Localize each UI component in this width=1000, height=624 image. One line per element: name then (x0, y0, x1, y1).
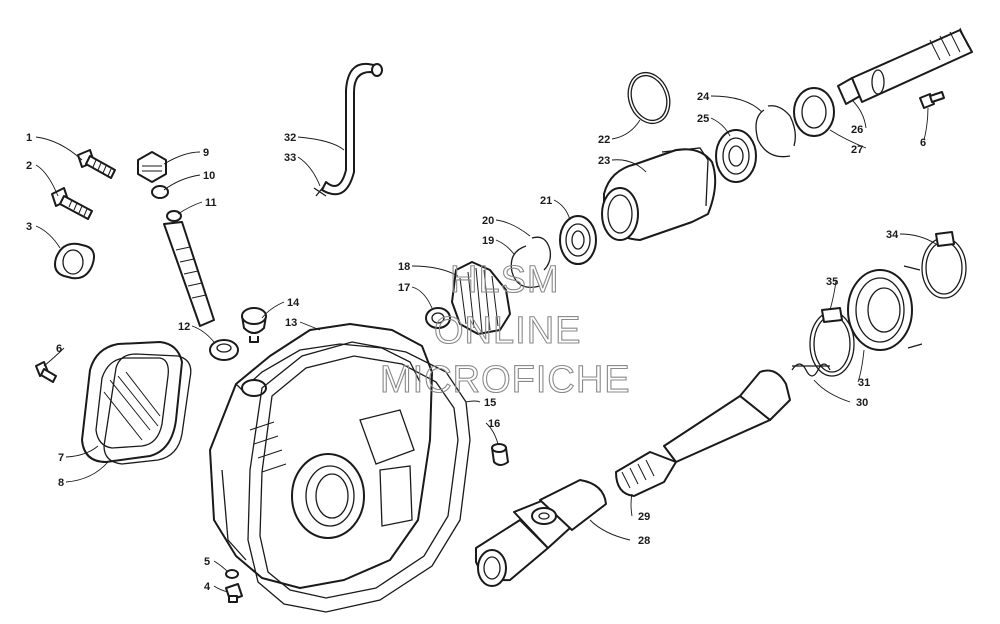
callout-6-left: 6 (56, 343, 62, 355)
leader-lines (35, 95, 937, 593)
part-7-cover (81, 341, 183, 463)
callout-4: 4 (204, 581, 211, 593)
part-32-vent-hose (321, 62, 383, 196)
callout-9: 9 (203, 147, 209, 159)
callout-18: 18 (398, 261, 410, 273)
callout-15: 15 (484, 397, 496, 409)
part-21-bearing (559, 215, 597, 265)
callout-29: 29 (638, 511, 650, 523)
callout-6-right: 6 (920, 137, 926, 149)
callout-7: 7 (58, 452, 64, 464)
part-27-bearing (793, 87, 835, 137)
part-24-snap-ring (755, 105, 796, 158)
callout-16: 16 (488, 418, 500, 430)
part-9-plug (137, 151, 167, 183)
part-13-housing (209, 323, 433, 589)
callout-12: 12 (178, 321, 190, 333)
part-1-bolt (77, 149, 116, 179)
callout-1: 1 (26, 132, 32, 144)
part-30-spring (791, 363, 831, 377)
callout-24: 24 (697, 91, 710, 103)
part-20-snap-ring (531, 236, 552, 271)
callout-25: 25 (697, 113, 709, 125)
callout-28: 28 (638, 535, 650, 547)
watermark-line-2: ONLINE (434, 310, 581, 352)
callout-23: 23 (598, 155, 610, 167)
part-14-plug (241, 307, 267, 343)
callout-30: 30 (856, 397, 868, 409)
part-12-seal (209, 339, 239, 361)
callout-14: 14 (287, 297, 300, 309)
part-26-output-shaft (837, 27, 973, 105)
callout-34: 34 (886, 229, 899, 241)
part-5-washer (225, 569, 239, 579)
callout-5: 5 (204, 556, 210, 568)
callout-2: 2 (26, 160, 32, 172)
callout-3: 3 (26, 221, 32, 233)
callout-19: 19 (482, 235, 494, 247)
watermark-line-3: MICROFICHE (380, 359, 631, 401)
part-28-u-joint (475, 479, 607, 587)
watermark: HLSM ONLINE MICROFICHE (379, 258, 631, 401)
part-17-bearing (425, 307, 451, 329)
callout-32: 32 (284, 132, 296, 144)
callout-17: 17 (398, 282, 410, 294)
part-4-drain-plug (225, 583, 243, 603)
part-2-bolt (51, 187, 93, 220)
part-33-clamp (313, 185, 327, 197)
callout-8: 8 (58, 477, 64, 489)
callout-11: 11 (205, 197, 217, 209)
callout-35: 35 (826, 276, 838, 288)
part-6-bolt-left (35, 361, 57, 383)
part-31-boot (847, 265, 923, 351)
callout-33: 33 (284, 152, 296, 164)
part-35-clamp (809, 307, 855, 377)
callout-numbers: 1 2 3 6 7 8 9 10 11 12 14 13 15 16 5 4 3… (26, 91, 926, 593)
part-10-washer (151, 185, 169, 199)
callout-26: 26 (851, 124, 863, 136)
callout-20: 20 (482, 215, 494, 227)
part-15-gasket (247, 341, 471, 613)
callout-13: 13 (285, 317, 297, 329)
callout-27: 27 (851, 144, 863, 156)
part-25-bearing (715, 129, 757, 183)
part-19-snap-ring (510, 245, 541, 289)
callout-10: 10 (203, 170, 215, 182)
part-22-o-ring (627, 71, 671, 125)
part-18-gear (451, 261, 511, 335)
part-11-sensor (163, 210, 215, 327)
callout-21: 21 (540, 195, 552, 207)
callout-31: 31 (858, 377, 870, 389)
callout-22: 22 (598, 134, 610, 146)
part-23-bearing-housing (601, 147, 717, 241)
watermark-line-1: HLSM (450, 259, 560, 301)
part-34-clamp (921, 231, 967, 299)
part-16-dowel (491, 443, 509, 466)
part-8-gasket (103, 353, 192, 465)
part-6-bolt-right (919, 91, 945, 109)
part-3-seal (54, 242, 95, 280)
part-29-drive-shaft (615, 369, 791, 497)
